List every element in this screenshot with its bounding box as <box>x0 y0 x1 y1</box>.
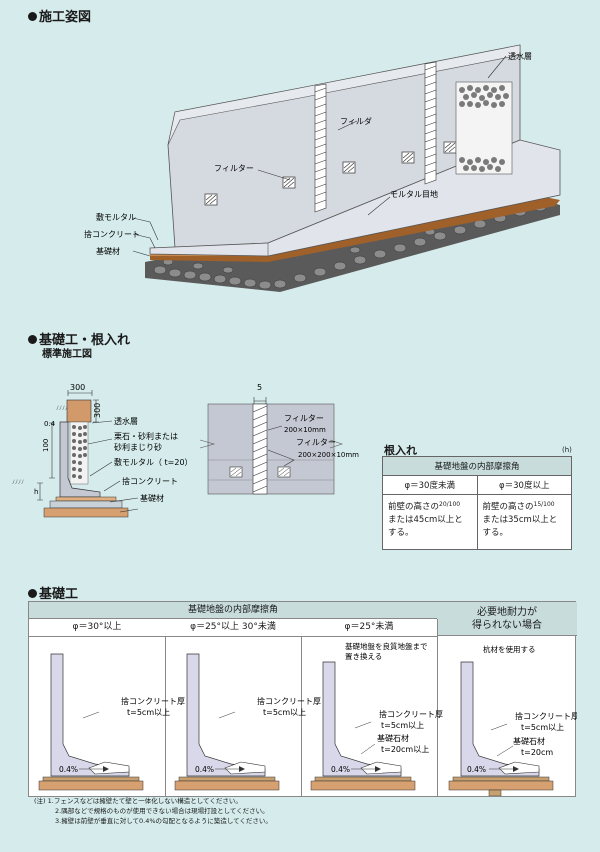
foundation-drawings: 捨コンクリート厚 t=5cm以上 捨コンクリート厚 t=5cm以上 基礎地盤を良… <box>38 641 577 796</box>
section3-title: 基礎工 <box>28 583 78 602</box>
svg-text:ﾉﾉﾉﾉ: ﾉﾉﾉﾉ <box>56 405 68 412</box>
neire-col1-body: 前壁の高さの20/100 または45cm以上と する。 <box>382 494 478 550</box>
bullet-icon <box>28 12 37 21</box>
footnote-1: (注) 1.フェンスなどは擁壁たて壁と一体化しない構造としてください。 <box>34 797 242 805</box>
svg-text:捨コンクリート: 捨コンクリート <box>122 476 178 486</box>
foundation-col1-drawing <box>38 653 144 791</box>
svg-text:0.4: 0.4 <box>44 420 56 428</box>
neire-header: 基礎地盤の内部摩擦角 <box>382 456 572 476</box>
rubble-stones <box>153 202 547 290</box>
svg-text:0.4%: 0.4% <box>331 765 350 774</box>
svg-text:砂利まじり砂: 砂利まじり砂 <box>114 442 162 452</box>
svg-text:ﾉﾉﾉﾉ: ﾉﾉﾉﾉ <box>12 479 24 486</box>
bullet-icon <box>28 589 37 598</box>
gravel-dots <box>459 85 509 172</box>
svg-text:300: 300 <box>93 403 102 418</box>
foundation-col3-drawing <box>310 661 416 791</box>
svg-text:0.4%: 0.4% <box>59 765 78 774</box>
neire-table: 基礎地盤の内部摩擦角 φ＝30度未満 φ＝30度以上 前壁の高さの20/100 … <box>382 456 572 550</box>
svg-text:t=20cm: t=20cm <box>521 748 553 757</box>
foundation-header-right: 必要地耐力が得られない場合 <box>437 602 577 636</box>
neire-title: 根入れ <box>384 444 417 457</box>
pile-icon <box>488 789 502 796</box>
section2-subtitle: 標準施工図 <box>42 349 92 360</box>
bullet-icon <box>28 335 37 344</box>
svg-text:杭材を使用する: 杭材を使用する <box>483 644 536 654</box>
svg-text:h: h <box>34 488 38 496</box>
svg-text:捨コンクリート: 捨コンクリート <box>84 229 140 239</box>
svg-text:置き換える: 置き換える <box>345 651 382 661</box>
standard-section-drawing: 300 300 0.4 100 h 5 ﾉﾉﾉﾉ ﾉﾉﾉﾉ 透水層 栗石・砂利ま… <box>12 383 359 518</box>
svg-text:フィルター: フィルター <box>296 438 336 447</box>
svg-text:5: 5 <box>257 383 262 392</box>
construction-illustration: 透水層 フィルダ フィルター モルタル目地 敷モルタル 捨コンクリート 基礎材 <box>84 44 561 292</box>
svg-text:捨コンクリート厚: 捨コンクリート厚 <box>121 696 185 706</box>
section1-title: 施工姿図 <box>28 6 91 25</box>
svg-text:フィルター: フィルター <box>284 414 324 423</box>
svg-text:フィルダ: フィルダ <box>340 116 372 126</box>
svg-text:0.4%: 0.4% <box>195 765 214 774</box>
neire-unit: (h) <box>562 446 572 454</box>
svg-text:基礎地盤を良質地盤まで: 基礎地盤を良質地盤まで <box>345 641 428 651</box>
neire-col1-head: φ＝30度未満 <box>382 475 478 495</box>
svg-text:敷モルタル: 敷モルタル <box>96 212 136 222</box>
svg-text:200×10mm: 200×10mm <box>284 426 326 434</box>
neire-col2-body: 前壁の高さの15/100 または35cm以上と する。 <box>476 494 572 550</box>
svg-text:敷モルタル（ t=20）: 敷モルタル（ t=20） <box>114 457 193 467</box>
svg-text:捨コンクリート厚: 捨コンクリート厚 <box>379 709 443 719</box>
svg-text:栗石・砂利または: 栗石・砂利または <box>114 431 178 441</box>
svg-text:捨コンクリート厚: 捨コンクリート厚 <box>515 711 577 721</box>
svg-text:t=5cm以上: t=5cm以上 <box>381 721 424 730</box>
svg-text:透水層: 透水層 <box>508 51 532 61</box>
foundation-table: 基礎地盤の内部摩擦角 必要地耐力が得られない場合 φ＝30°以上 φ＝25°以上… <box>28 601 577 797</box>
svg-text:基礎石材: 基礎石材 <box>377 733 409 743</box>
svg-text:フィルター: フィルター <box>214 164 254 173</box>
svg-text:基礎材: 基礎材 <box>140 493 164 503</box>
svg-text:基礎材: 基礎材 <box>96 246 120 256</box>
foundation-col1-head: φ＝30°以上 <box>29 619 166 637</box>
footnote-2: 2.隅部などで規格のものが使用できない場合は現場打設としてください。 <box>55 807 269 815</box>
svg-text:t=20cm以上: t=20cm以上 <box>381 745 429 754</box>
svg-text:200×200×10mm: 200×200×10mm <box>298 451 359 459</box>
svg-text:基礎石材: 基礎石材 <box>513 736 545 746</box>
svg-text:t=5cm以上: t=5cm以上 <box>263 708 306 717</box>
foundation-col2-drawing <box>174 653 280 791</box>
section2-title: 基礎工・根入れ <box>28 329 130 348</box>
foundation-col4-drawing <box>448 661 554 796</box>
neire-col2-head: φ＝30度以上 <box>476 475 572 495</box>
foundation-col2-head: φ＝25°以上 30°未満 <box>165 619 302 637</box>
svg-text:透水層: 透水層 <box>114 416 138 426</box>
svg-text:300: 300 <box>70 383 85 392</box>
foundation-header-main: 基礎地盤の内部摩擦角 <box>29 602 438 619</box>
joint-filter-strips <box>314 61 437 213</box>
svg-text:100: 100 <box>42 439 50 452</box>
section1-labels: 透水層 フィルダ フィルター モルタル目地 敷モルタル 捨コンクリート 基礎材 <box>84 51 532 256</box>
svg-text:モルタル目地: モルタル目地 <box>390 189 438 199</box>
footnote-3: 3.擁壁は前壁が垂直に対して0.4%の勾配となるように築造してください。 <box>55 817 272 825</box>
svg-text:t=5cm以上: t=5cm以上 <box>127 708 170 717</box>
footnotes: (注) 1.フェンスなどは擁壁たて壁と一体化しない構造としてください。 2.隅部… <box>34 796 272 826</box>
svg-text:t=5cm以上: t=5cm以上 <box>521 723 564 732</box>
svg-text:0.4%: 0.4% <box>467 765 486 774</box>
svg-text:捨コンクリート厚: 捨コンクリート厚 <box>257 696 321 706</box>
foundation-col3-head: φ＝25°未満 <box>301 619 438 637</box>
